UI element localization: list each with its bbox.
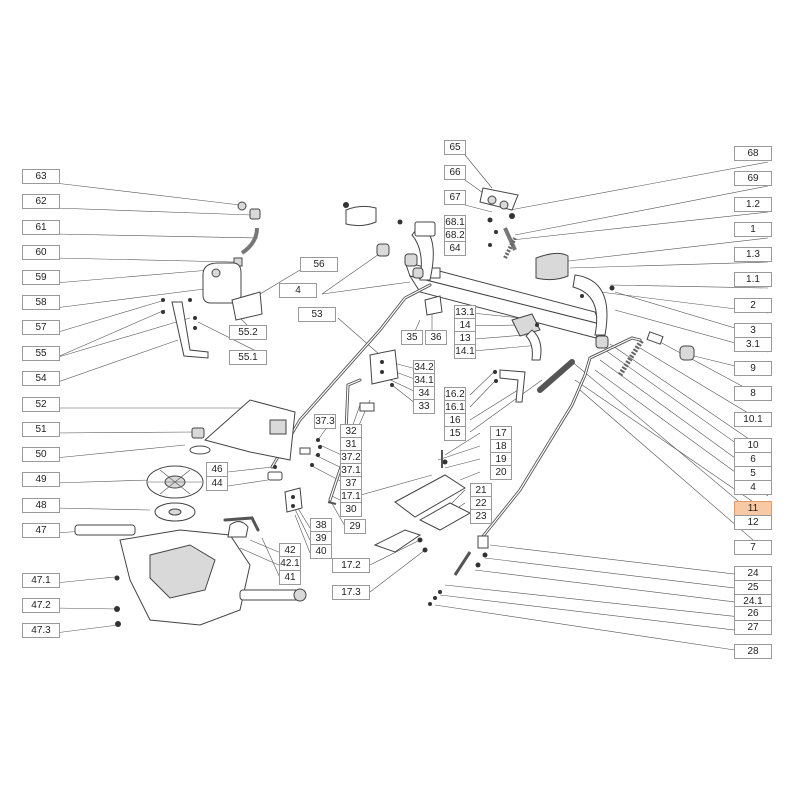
callout-55-1[interactable]: 55.1 bbox=[229, 350, 267, 365]
bushings bbox=[376, 243, 695, 361]
callout-32[interactable]: 32 bbox=[340, 424, 362, 439]
transaxle-assembly bbox=[74, 427, 307, 627]
callout-11-highlighted[interactable]: 11 bbox=[734, 501, 772, 516]
callout-1-3[interactable]: 1.3 bbox=[734, 247, 772, 262]
callout-47-3[interactable]: 47.3 bbox=[22, 623, 60, 638]
callout-1[interactable]: 1 bbox=[734, 222, 772, 237]
callout-60[interactable]: 60 bbox=[22, 245, 60, 260]
callout-24[interactable]: 24 bbox=[734, 566, 772, 581]
callout-7[interactable]: 7 bbox=[734, 540, 772, 555]
callout-53[interactable]: 53 bbox=[298, 307, 336, 322]
callout-42-1[interactable]: 42.1 bbox=[279, 556, 301, 571]
callout-18[interactable]: 18 bbox=[490, 439, 512, 454]
callout-58[interactable]: 58 bbox=[22, 295, 60, 310]
callout-5[interactable]: 5 bbox=[734, 466, 772, 481]
callout-15[interactable]: 15 bbox=[444, 426, 466, 441]
callout-64[interactable]: 64 bbox=[444, 241, 466, 256]
callout-47[interactable]: 47 bbox=[22, 523, 60, 538]
callout-44[interactable]: 44 bbox=[206, 476, 228, 491]
callout-66[interactable]: 66 bbox=[444, 165, 466, 180]
callout-25[interactable]: 25 bbox=[734, 580, 772, 595]
callout-12[interactable]: 12 bbox=[734, 515, 772, 530]
callout-26[interactable]: 26 bbox=[734, 606, 772, 621]
callout-13-1[interactable]: 13.1 bbox=[454, 305, 476, 320]
callout-65[interactable]: 65 bbox=[444, 140, 466, 155]
callout-28[interactable]: 28 bbox=[734, 644, 772, 659]
callout-67[interactable]: 67 bbox=[444, 190, 466, 205]
callout-1-1[interactable]: 1.1 bbox=[734, 272, 772, 287]
callout-47-1[interactable]: 47.1 bbox=[22, 573, 60, 588]
reservoir-assembly bbox=[161, 201, 263, 359]
callout-55-2[interactable]: 55.2 bbox=[229, 325, 267, 340]
callout-17-2[interactable]: 17.2 bbox=[332, 558, 370, 573]
callout-33[interactable]: 33 bbox=[413, 399, 435, 414]
callout-10-1[interactable]: 10.1 bbox=[734, 412, 772, 427]
callout-57[interactable]: 57 bbox=[22, 320, 60, 335]
callout-37-3[interactable]: 37.3 bbox=[314, 414, 336, 429]
callout-54[interactable]: 54 bbox=[22, 371, 60, 386]
callout-56[interactable]: 56 bbox=[300, 257, 338, 272]
callout-62[interactable]: 62 bbox=[22, 194, 60, 209]
pedal-13-14 bbox=[511, 313, 542, 361]
callout-68[interactable]: 68 bbox=[734, 146, 772, 161]
callout-69[interactable]: 69 bbox=[734, 171, 772, 186]
rod-end-parts bbox=[428, 535, 489, 606]
callout-50[interactable]: 50 bbox=[22, 447, 60, 462]
callout-52[interactable]: 52 bbox=[22, 397, 60, 412]
callout-30[interactable]: 30 bbox=[340, 502, 362, 517]
callout-35[interactable]: 35 bbox=[401, 330, 423, 345]
callout-41[interactable]: 41 bbox=[279, 570, 301, 585]
callout-8[interactable]: 8 bbox=[734, 386, 772, 401]
callout-40[interactable]: 40 bbox=[310, 544, 332, 559]
callout-36[interactable]: 36 bbox=[425, 330, 447, 345]
link-parts bbox=[267, 438, 337, 513]
bracket-52 bbox=[203, 399, 296, 461]
callout-3-1[interactable]: 3.1 bbox=[734, 337, 772, 352]
top-bracket-assembly bbox=[479, 187, 519, 251]
callout-2[interactable]: 2 bbox=[734, 298, 772, 313]
pedal-pads bbox=[343, 202, 569, 281]
callout-29[interactable]: 29 bbox=[344, 519, 366, 534]
callout-59[interactable]: 59 bbox=[22, 270, 60, 285]
lower-plates bbox=[373, 450, 472, 553]
callout-3[interactable]: 3 bbox=[734, 323, 772, 338]
callout-47-2[interactable]: 47.2 bbox=[22, 598, 60, 613]
callout-46[interactable]: 46 bbox=[206, 462, 228, 477]
callout-49[interactable]: 49 bbox=[22, 472, 60, 487]
callout-4-right[interactable]: 4 bbox=[734, 480, 772, 495]
callout-14-1[interactable]: 14.1 bbox=[454, 344, 476, 359]
callout-51[interactable]: 51 bbox=[22, 422, 60, 437]
callout-20[interactable]: 20 bbox=[490, 465, 512, 480]
callout-27[interactable]: 27 bbox=[734, 620, 772, 635]
callout-6[interactable]: 6 bbox=[734, 452, 772, 467]
callout-48[interactable]: 48 bbox=[22, 498, 60, 513]
fan-blades bbox=[146, 465, 204, 499]
callout-17-3[interactable]: 17.3 bbox=[332, 585, 370, 600]
chassis-frame bbox=[404, 221, 608, 339]
callout-10[interactable]: 10 bbox=[734, 438, 772, 453]
callout-4-left[interactable]: 4 bbox=[279, 283, 317, 298]
callout-55[interactable]: 55 bbox=[22, 346, 60, 361]
callout-1-2[interactable]: 1.2 bbox=[734, 197, 772, 212]
callout-23[interactable]: 23 bbox=[470, 509, 492, 524]
callout-63[interactable]: 63 bbox=[22, 169, 60, 184]
callout-61[interactable]: 61 bbox=[22, 220, 60, 235]
callout-9[interactable]: 9 bbox=[734, 361, 772, 376]
small-brackets bbox=[359, 295, 526, 412]
